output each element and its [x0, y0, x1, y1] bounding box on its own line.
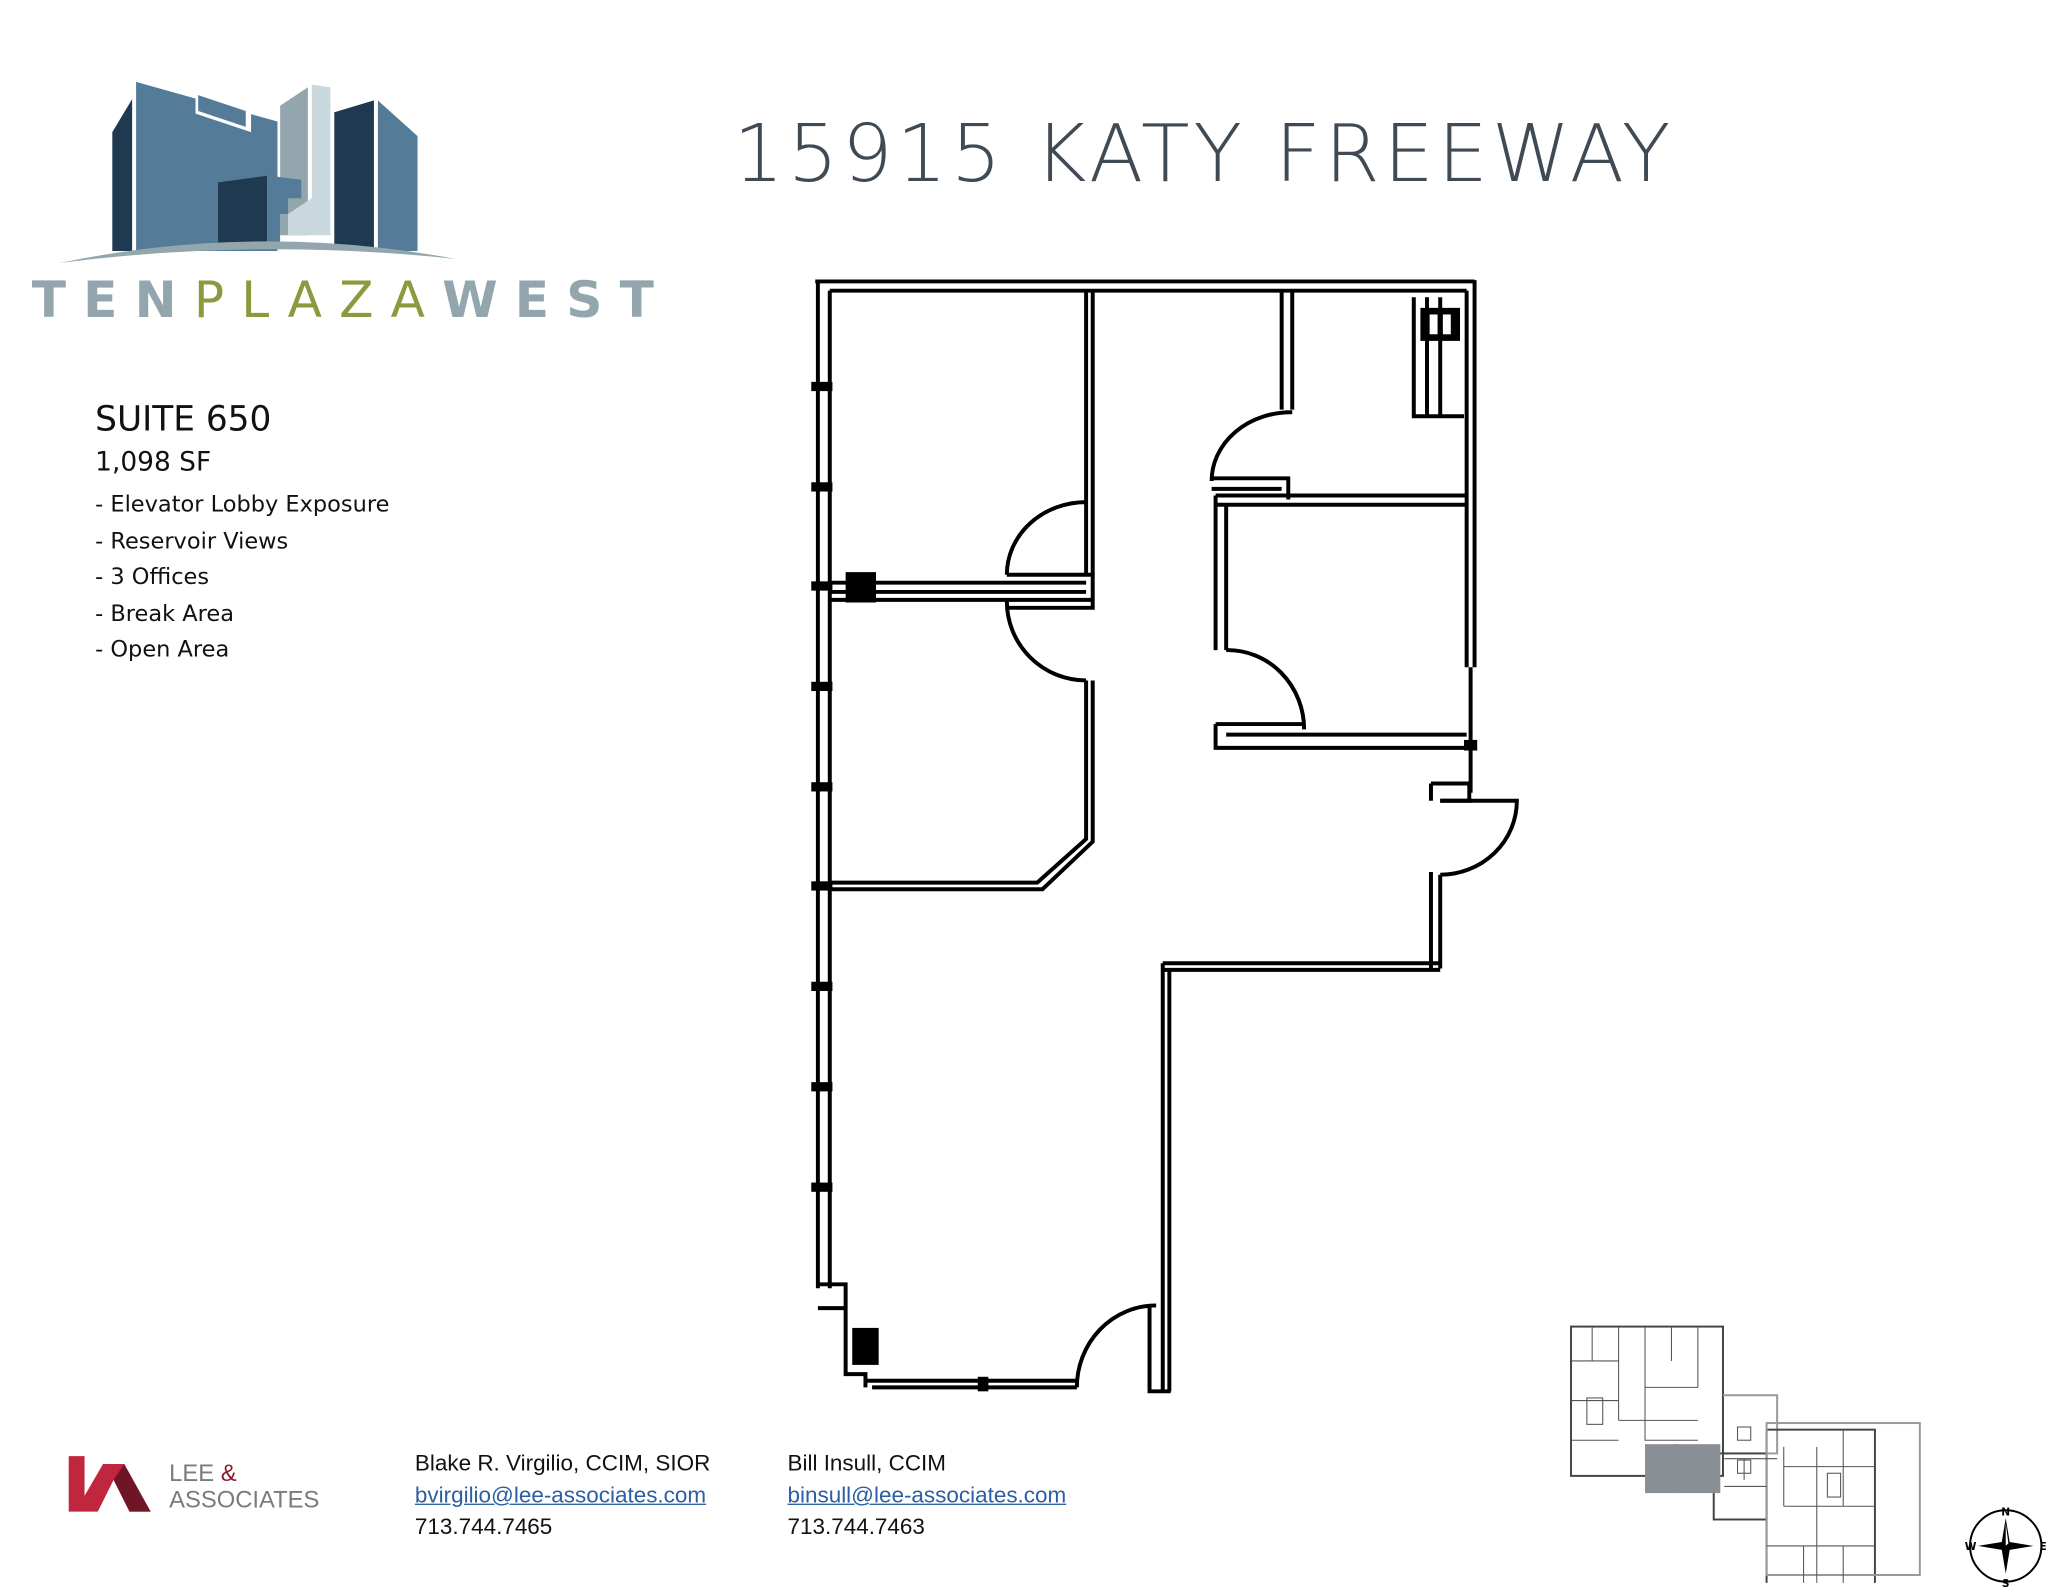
compass-icon: N S E W	[1965, 1507, 2047, 1590]
feature-item: - Reservoir Views	[95, 527, 289, 555]
feature-item: - Open Area	[95, 636, 230, 664]
contact-phone: 713.744.7463	[787, 1514, 925, 1540]
feature-list: - Elevator Lobby Exposure - Reservoir Vi…	[95, 488, 389, 670]
contact-phone: 713.744.7465	[414, 1514, 553, 1540]
contact-email-link[interactable]: binsull@lee-associates.com	[787, 1482, 1067, 1508]
feature-item: - Elevator Lobby Exposure	[95, 491, 390, 518]
brand-wordmark: TENPLAZAWEST	[31, 270, 672, 330]
suite-area: 1,098 SF	[95, 445, 212, 477]
contact-email-link[interactable]: bvirgilio@lee-associates.com	[414, 1482, 707, 1508]
page-title: 15915 KATY FREEWAY	[733, 108, 1675, 201]
compass-east: E	[2039, 1541, 2046, 1553]
suite-name: SUITE 650	[95, 400, 272, 440]
contact-name: Bill Insull, CCIM	[787, 1450, 947, 1476]
contact-name: Blake R. Virgilio, CCIM, SIOR	[414, 1450, 711, 1476]
compass-north: N	[2001, 1507, 2010, 1519]
feature-item: - 3 Offices	[95, 564, 210, 591]
contact-card: Blake R. Virgilio, CCIM, SIOR bvirgilio@…	[415, 1448, 710, 1543]
lee-logo-mark	[68, 1456, 151, 1512]
compass-south: S	[2002, 1578, 2010, 1590]
suite-highlight	[1674, 1444, 1721, 1494]
feature-item: - Break Area	[95, 600, 234, 627]
key-plan-map	[1570, 1325, 1921, 1583]
suite-info: SUITE 650 1,098 SF - Elevator Lobby Expo…	[95, 400, 389, 669]
contact-card: Bill Insull, CCIM binsull@lee-associates…	[787, 1448, 1066, 1543]
compass-west: W	[1965, 1541, 1977, 1553]
ten-plaza-west-logo	[59, 81, 456, 263]
lee-associates-logo: LEE &ASSOCIATES	[66, 1453, 319, 1520]
